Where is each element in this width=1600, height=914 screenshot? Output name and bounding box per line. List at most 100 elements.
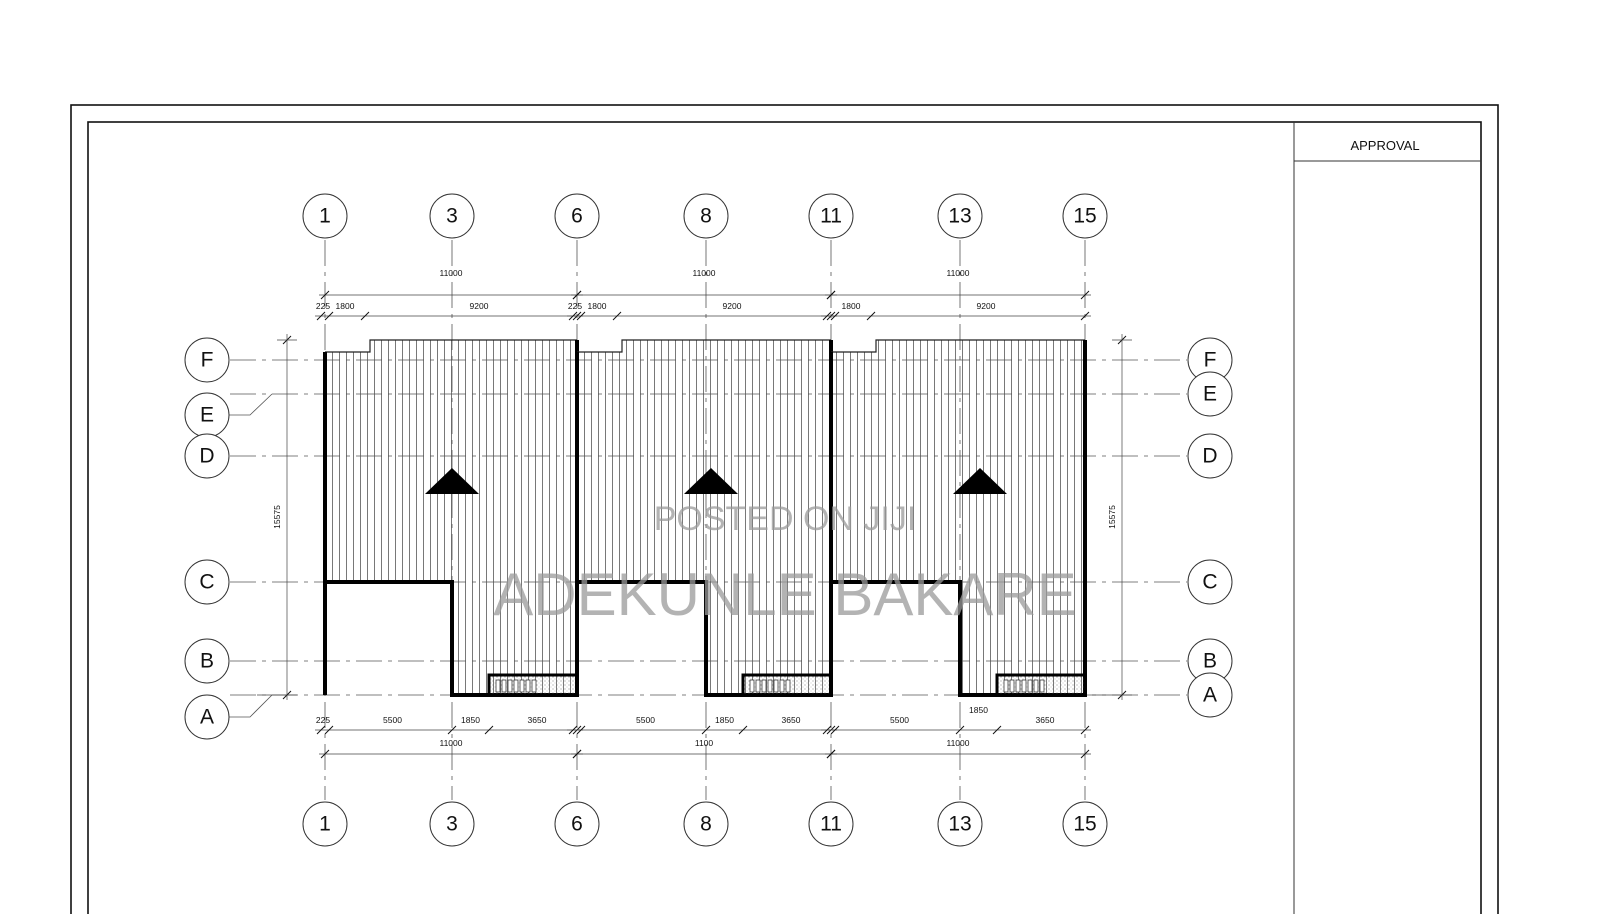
stair-tread — [507, 679, 513, 693]
row-label-left: B — [200, 650, 214, 673]
dim-bottom-segment: 5500 — [890, 715, 909, 725]
column-label-bottom: 6 — [571, 813, 583, 836]
dim-side: 15575 — [272, 505, 282, 529]
stair-tread — [525, 679, 531, 693]
dimension-tick — [830, 725, 840, 735]
row-leader-line — [229, 393, 273, 416]
column-label-top: 3 — [446, 205, 458, 228]
dimension-tick — [568, 725, 578, 735]
dim-top-segment: 225 — [568, 301, 582, 311]
column-label-bottom: 11 — [820, 813, 842, 836]
dim-bottom-overall: 11000 — [946, 738, 969, 748]
stair-tread — [1033, 679, 1039, 693]
grid-bubble-bottom — [554, 801, 600, 847]
grid-bubble-top — [937, 193, 983, 239]
watermark: POSTED ON JIJI ADEKUNLE BAKARE — [493, 500, 1077, 628]
dimension-tick — [572, 749, 582, 759]
slope-arrow — [684, 468, 738, 494]
dimension-tick — [830, 311, 840, 321]
dim-top-segment: 9200 — [723, 301, 742, 311]
grid-bubble-row — [1187, 433, 1233, 479]
dim-bottom-segment: 5500 — [636, 715, 655, 725]
dimension-tick — [738, 725, 748, 735]
dim-top-overall: 11000 — [692, 268, 715, 278]
grid-bubble-bottom — [429, 801, 475, 847]
stair-tread — [531, 679, 537, 693]
dimension-tick — [447, 725, 457, 735]
dimension-tick — [866, 311, 876, 321]
slope-arrow — [953, 468, 1007, 494]
dim-bottom-segment: 3650 — [782, 715, 801, 725]
roof-unit — [323, 339, 579, 697]
dimension-tick — [576, 725, 586, 735]
column-label-top: 11 — [820, 205, 842, 228]
grid-bubble-row — [184, 694, 230, 740]
grid-bubble-bottom — [808, 801, 854, 847]
grid-bubble-top — [683, 193, 729, 239]
column-label-top: 13 — [948, 205, 971, 228]
dim-top-overall: 11000 — [946, 268, 969, 278]
grid-bubble-bottom — [1062, 801, 1108, 847]
dim-bottom-overall: 11000 — [439, 738, 462, 748]
dimension-tick — [612, 311, 622, 321]
dim-top-segment: 9200 — [470, 301, 489, 311]
stair-tread — [755, 679, 761, 693]
grid-bubble-top — [429, 193, 475, 239]
dim-bottom-segment: 1850 — [461, 715, 480, 725]
stair-tread — [513, 679, 519, 693]
stair-tread — [519, 679, 525, 693]
column-label-top: 6 — [571, 205, 583, 228]
title-block: APPROVAL — [1293, 122, 1481, 914]
row-label-right: C — [1202, 571, 1217, 594]
row-label-left: E — [200, 404, 214, 427]
row-label-left: C — [199, 571, 214, 594]
dim-bottom-segment: 1850 — [969, 705, 988, 715]
dimension-tick — [1080, 290, 1090, 300]
row-label-right: A — [1203, 684, 1217, 707]
wall-outline — [831, 340, 1087, 697]
grid-bubble-row — [1187, 371, 1233, 417]
dim-bottom-segment: 3650 — [528, 715, 547, 725]
stair-tread — [785, 679, 791, 693]
row-label-left: A — [200, 706, 214, 729]
row-label-left: F — [201, 349, 214, 372]
stair-tread — [1015, 679, 1021, 693]
row-label-left: D — [199, 445, 214, 468]
stair-tread — [767, 679, 773, 693]
dim-top-overall: 11000 — [439, 268, 462, 278]
dimension-tick — [320, 290, 330, 300]
grid-bubble-bottom — [937, 801, 983, 847]
watermark-name: ADEKUNLE BAKARE — [493, 561, 1077, 628]
dim-side: 15575 — [1107, 505, 1117, 529]
dimension-tick — [484, 725, 494, 735]
dimension-tick — [316, 311, 326, 321]
column-label-bottom: 1 — [319, 813, 331, 836]
stair-tread — [495, 679, 501, 693]
dimension-tick — [955, 725, 965, 735]
column-label-top: 1 — [319, 205, 331, 228]
grid-bubble-row — [184, 337, 230, 383]
slope-arrow — [425, 468, 479, 494]
dim-top-segment: 1800 — [842, 301, 861, 311]
column-label-bottom: 8 — [700, 813, 712, 836]
roof-top-edge — [577, 339, 831, 353]
dim-bottom-segment: 5500 — [383, 715, 402, 725]
stair-tread — [1039, 679, 1045, 693]
dimension-tick — [576, 311, 586, 321]
stair-tread — [1021, 679, 1027, 693]
dimension-tick — [572, 290, 582, 300]
dimension-tick — [992, 725, 1002, 735]
roof-top-edge — [325, 339, 577, 353]
roof-hatch-area — [325, 340, 577, 695]
row-label-right: B — [1203, 650, 1217, 673]
dim-top-segment: 9200 — [977, 301, 996, 311]
dimension-tick — [1080, 311, 1090, 321]
grid-bubble-top — [302, 193, 348, 239]
grid-bubble-row — [1187, 672, 1233, 718]
dimension-tick — [822, 311, 832, 321]
dimension-tick — [360, 311, 370, 321]
sheet-outer-border — [70, 104, 1499, 914]
grid-bubble-row — [1187, 559, 1233, 605]
grid-bubble-row — [184, 559, 230, 605]
